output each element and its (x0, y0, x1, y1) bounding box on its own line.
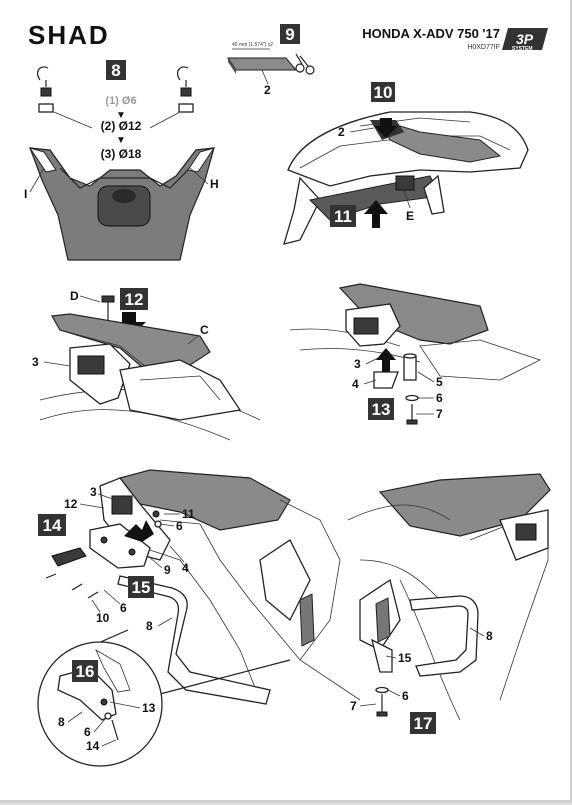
label-i: I (24, 187, 27, 201)
arrow-icon-14 (124, 520, 154, 542)
bracket-4-icon (373, 371, 399, 389)
step-13-number: 13 (372, 400, 391, 419)
step10-part-e: E (406, 209, 414, 223)
step14-part-3: 3 (90, 485, 97, 499)
arrow-down-icon (374, 118, 398, 138)
svg-text:▼: ▼ (116, 135, 126, 146)
step-17-number: 17 (414, 714, 433, 733)
brand-logo: SHAD (28, 20, 110, 50)
step14-part-9: 9 (164, 563, 171, 577)
step-16-number: 16 (76, 662, 95, 681)
tail-assembly-left-illustration (99, 469, 361, 701)
step14-part-10: 10 (96, 611, 110, 625)
step13-part-7: 7 (436, 407, 443, 421)
system-badge-small: SYSTEM (512, 46, 533, 52)
step17-part-7: 7 (350, 699, 357, 713)
step-10-badge (371, 82, 395, 102)
diameter-1: (1) Ø6 (105, 95, 136, 107)
rack-plate-c-illustration (39, 313, 261, 441)
bolt-7-icon (406, 404, 418, 425)
step-12-number: 12 (125, 290, 144, 309)
screw-right-icon (176, 66, 194, 113)
step-11-number: 11 (334, 207, 352, 226)
step13-part-4: 4 (352, 377, 359, 391)
step-15-badge (128, 576, 154, 598)
side-bracket-14-icon (89, 523, 151, 569)
step14-part-11: 11 (182, 507, 195, 521)
step10-part-2: 2 (338, 125, 345, 139)
step16-part-8: 8 (58, 715, 65, 729)
step-14-number: 14 (43, 516, 62, 535)
step-13-badge (368, 398, 394, 420)
step9-part-2: 2 (264, 83, 271, 97)
step-8-badge (106, 60, 126, 80)
step16-part-6: 6 (84, 725, 91, 739)
rack-plate-13-illustration (289, 283, 542, 381)
label-h: H (210, 177, 219, 191)
model-code: H0XD77IF (467, 44, 500, 51)
step-9-badge (280, 24, 300, 44)
step17-part-15: 15 (398, 651, 412, 665)
step-10-number: 10 (374, 83, 393, 102)
step17-part-8: 8 (486, 629, 493, 643)
step12-part-3: 3 (32, 355, 39, 369)
rack-tube-17-illustration (371, 595, 479, 677)
bolts-10-icon (45, 573, 99, 599)
tail-assembly-right-illustration (347, 473, 551, 721)
step-9-number: 9 (285, 25, 294, 44)
step16-part-14: 14 (86, 739, 100, 753)
step17-part-6: 6 (402, 689, 409, 703)
washer-17-icon (375, 686, 389, 694)
bolt-17-icon (376, 694, 388, 717)
step13-part-5: 5 (436, 375, 443, 389)
step14-part-6b: 6 (120, 601, 127, 615)
arrow-up-icon (364, 200, 388, 228)
step-17-badge (410, 712, 436, 734)
step14-part-8: 8 (146, 619, 153, 633)
scissors-icon (295, 53, 315, 75)
spacer-5-icon (403, 353, 417, 381)
diameter-3: (3) Ø18 (101, 147, 142, 161)
washer-6-icon (405, 394, 419, 402)
tail-assembly-top-illustration (283, 111, 529, 245)
step14-part-12: 12 (64, 497, 78, 511)
step-14-badge (38, 514, 66, 536)
svg-text:▼: ▼ (116, 110, 126, 121)
step14-part-4: 4 (182, 561, 189, 575)
step16-part-13: 13 (142, 701, 156, 715)
adhesive-tape-icon (227, 57, 298, 71)
step-8-number: 8 (111, 61, 120, 80)
step-16-badge (72, 660, 98, 682)
step-11-badge (330, 205, 356, 227)
model-title: HONDA X-ADV 750 '17 (362, 26, 500, 41)
arrow-up-icon-13 (376, 348, 396, 372)
rack-tube-8-illustration (117, 575, 271, 705)
screw-left-icon (36, 66, 54, 113)
rear-cowl-illustration (28, 147, 216, 261)
system-badge-big: 3P (516, 31, 534, 47)
step12-part-d: D (70, 289, 79, 303)
step-15-number: 15 (132, 578, 151, 597)
plate-10-icon (51, 547, 87, 567)
step-12-badge (120, 288, 148, 310)
step13-part-3: 3 (354, 357, 361, 371)
system-badge: 3P SYSTEM (502, 28, 548, 52)
step14-part-6a: 6 (176, 519, 183, 533)
tape-dimension: 40 mm (1.574") x2 (232, 42, 273, 48)
step12-part-c: C (200, 323, 209, 337)
diameter-2: (2) Ø12 (101, 119, 142, 133)
step13-part-6: 6 (436, 391, 443, 405)
